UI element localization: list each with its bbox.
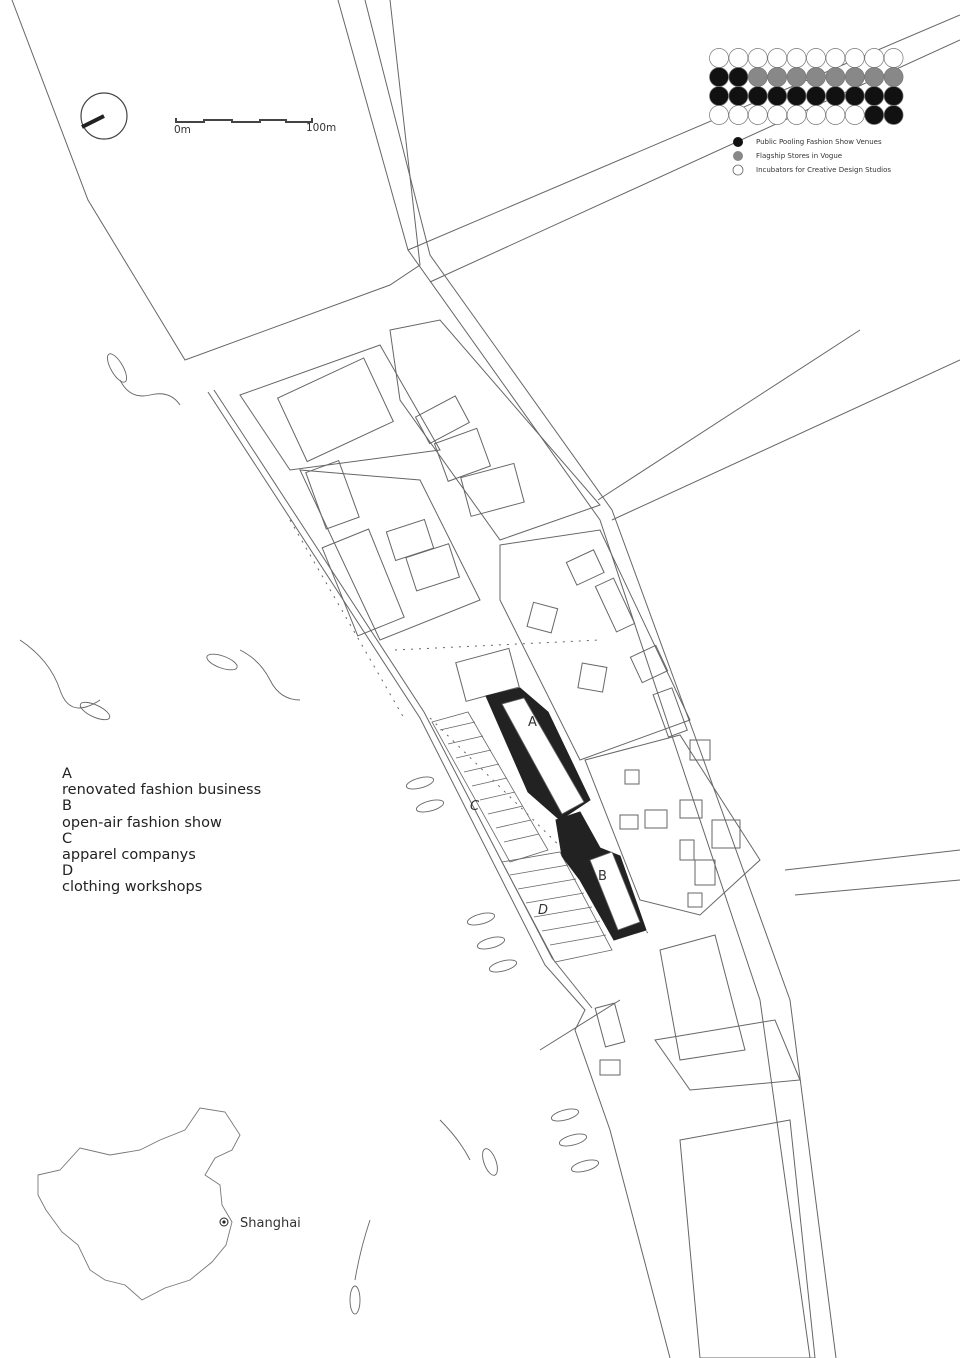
main-road-east bbox=[364, 0, 837, 1358]
legend-label-3: Incubators for Creative Design Studios bbox=[756, 166, 891, 174]
block-north-2 bbox=[389, 319, 601, 541]
legend-matrix-dot bbox=[844, 48, 865, 68]
legend-matrix-dot bbox=[844, 67, 865, 87]
legend-matrix-dot bbox=[806, 48, 826, 68]
key-text-d: clothing workshops bbox=[62, 879, 203, 896]
legend-matrix-dot bbox=[767, 67, 788, 87]
key-text-c: apparel companys bbox=[62, 847, 196, 864]
key-letter-b: B bbox=[62, 798, 72, 815]
boats bbox=[19, 353, 600, 1315]
block-mid-1 bbox=[299, 469, 481, 641]
label-a: A bbox=[528, 715, 537, 730]
dock-line bbox=[539, 999, 621, 1051]
legend-matrix-dot bbox=[883, 48, 904, 68]
building-a-roof bbox=[501, 697, 585, 815]
legend-matrix-dot bbox=[883, 105, 904, 125]
legend-matrix-dot bbox=[709, 48, 729, 68]
label-c: C bbox=[470, 799, 480, 814]
legend-matrix-dot bbox=[786, 48, 807, 68]
legend-matrix-dot bbox=[806, 105, 826, 125]
legend-matrix-dot bbox=[864, 48, 885, 68]
legend-matrix-dot bbox=[767, 86, 788, 106]
legend-matrix-dot bbox=[747, 48, 768, 68]
warehouse-c bbox=[431, 711, 549, 863]
label-b: B bbox=[598, 869, 607, 884]
block-south-4 bbox=[679, 1119, 816, 1358]
block-south-1 bbox=[584, 734, 761, 916]
block-north-1 bbox=[239, 344, 441, 471]
legend-dot-matrix bbox=[709, 48, 904, 125]
key-text-a: renovated fashion business bbox=[62, 782, 262, 799]
warehouse-d bbox=[501, 851, 613, 963]
label-d: D bbox=[538, 903, 548, 918]
block-south-2 bbox=[659, 934, 746, 1061]
key-letter-a: A bbox=[62, 766, 72, 782]
north-bank-outline bbox=[11, 0, 421, 361]
riverbank-inner bbox=[213, 389, 593, 1009]
legend-swatch-gray bbox=[733, 151, 743, 161]
building-b-roof bbox=[589, 851, 641, 931]
legend-matrix-dot bbox=[747, 67, 768, 87]
legend-matrix-dot bbox=[728, 86, 749, 106]
north-arrow bbox=[80, 92, 128, 140]
east-road-d bbox=[794, 879, 960, 896]
block-south-3 bbox=[654, 1019, 801, 1091]
legend-matrix-dot bbox=[786, 86, 807, 106]
legend-matrix-dot bbox=[864, 86, 885, 106]
legend-matrix-dot bbox=[747, 105, 768, 125]
legend-matrix-dot bbox=[825, 67, 846, 87]
legend-matrix-dot bbox=[825, 105, 846, 125]
east-road-b bbox=[611, 359, 960, 521]
east-road-c bbox=[784, 849, 960, 871]
legend-matrix-dot bbox=[767, 48, 788, 68]
legend-label-2: Flagship Stores in Vogue bbox=[756, 152, 842, 160]
block-mid-2 bbox=[499, 529, 691, 761]
key-letter-c: C bbox=[62, 830, 73, 847]
legend-matrix-dot bbox=[786, 67, 807, 87]
scale-bar bbox=[175, 118, 313, 123]
legend-matrix-dot bbox=[806, 86, 826, 106]
scale-end-label: 100m bbox=[306, 122, 336, 134]
legend-matrix-dot bbox=[825, 48, 846, 68]
key-text-b: open-air fashion show bbox=[62, 814, 222, 831]
legend-matrix-dot bbox=[728, 67, 749, 87]
legend-matrix-dot bbox=[864, 105, 885, 125]
legend-matrix-dot bbox=[806, 67, 826, 87]
scale-start-label: 0m bbox=[174, 124, 191, 136]
key-letter-d: D bbox=[62, 863, 74, 880]
legend-matrix-dot bbox=[864, 67, 885, 87]
main-road-west bbox=[337, 0, 811, 1358]
legend-matrix-dot bbox=[709, 86, 729, 106]
east-road-a bbox=[597, 329, 861, 501]
shanghai-marker-icon bbox=[219, 1217, 229, 1227]
legend-matrix-dot bbox=[844, 86, 865, 106]
legend-matrix-dot bbox=[883, 86, 904, 106]
shanghai-label: Shanghai bbox=[240, 1216, 301, 1231]
legend: Public Pooling Fashion Show Venues Flags… bbox=[732, 137, 891, 176]
legend-matrix-dot bbox=[709, 105, 729, 125]
china-map-inset bbox=[37, 1107, 241, 1301]
legend-matrix-dot bbox=[844, 105, 865, 125]
legend-swatch-white bbox=[732, 164, 744, 176]
building-key: A renovated fashion business B open-air … bbox=[62, 766, 261, 896]
legend-swatch-dark bbox=[733, 137, 743, 147]
legend-matrix-dot bbox=[883, 67, 904, 87]
legend-matrix-dot bbox=[767, 105, 788, 125]
legend-matrix-dot bbox=[786, 105, 807, 125]
legend-label-1: Public Pooling Fashion Show Venues bbox=[756, 138, 882, 146]
legend-matrix-dot bbox=[728, 105, 749, 125]
legend-matrix-dot bbox=[709, 67, 729, 87]
legend-matrix-dot bbox=[728, 48, 749, 68]
riverbank-edge bbox=[207, 391, 671, 1358]
legend-matrix-dot bbox=[825, 86, 846, 106]
legend-matrix-dot bbox=[747, 86, 768, 106]
